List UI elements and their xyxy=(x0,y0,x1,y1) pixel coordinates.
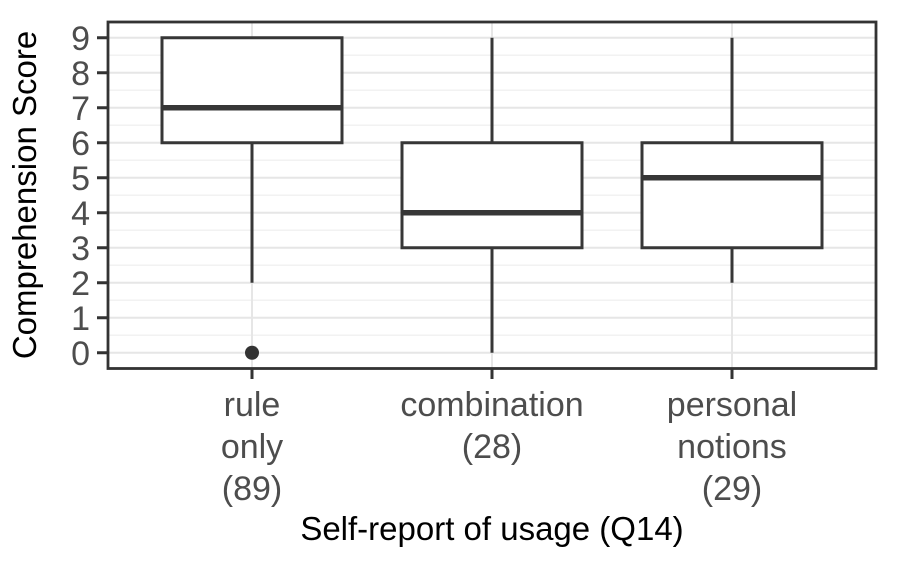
y-tick-label: 2 xyxy=(71,265,90,303)
y-axis-title: Comprehension Score xyxy=(6,31,43,359)
y-tick-label: 8 xyxy=(71,55,90,93)
x-category-label: combination(28) xyxy=(400,386,583,466)
box-personal-notions xyxy=(640,141,824,250)
y-tick-label: 7 xyxy=(71,90,90,128)
y-tick-label: 5 xyxy=(71,160,90,198)
frame-layer xyxy=(97,20,878,379)
box-combination xyxy=(400,141,584,250)
box-layer xyxy=(160,36,824,360)
x-axis-title: Self-report of usage (Q14) xyxy=(300,510,683,547)
y-tick-label: 4 xyxy=(71,195,90,233)
y-tick-label: 6 xyxy=(71,125,90,163)
box-rule-only xyxy=(160,36,344,145)
outlier-point-rule-only xyxy=(245,345,259,360)
y-tick-label: 3 xyxy=(71,230,90,268)
y-tick-label: 0 xyxy=(71,335,90,373)
y-tick-label: 9 xyxy=(71,20,90,58)
y-tick-label: 1 xyxy=(71,300,90,338)
